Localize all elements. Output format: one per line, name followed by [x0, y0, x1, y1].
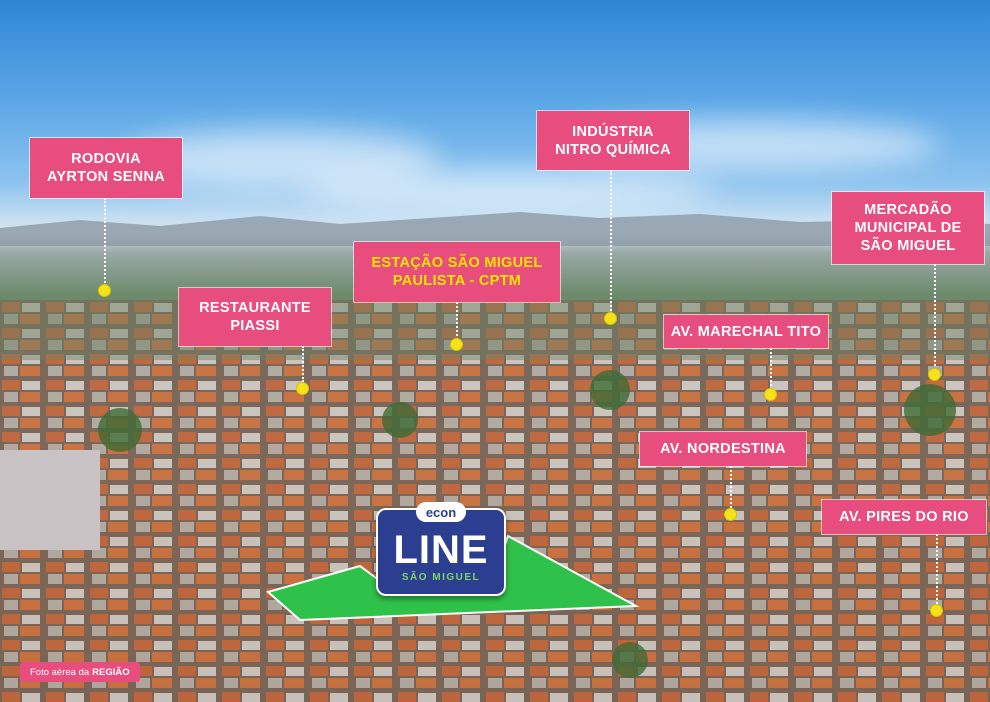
- label-mercadao-municipal: MERCADÃO MUNICIPAL DE SÃO MIGUEL: [832, 192, 984, 264]
- pin-line: [302, 346, 304, 382]
- logo-title: LINE: [393, 528, 489, 572]
- logo-subtitle: SÃO MIGUEL: [401, 572, 481, 583]
- location-pin-icon: [764, 388, 777, 401]
- label-restaurante-piassi: RESTAURANTE PIASSI: [179, 288, 331, 346]
- location-pin-icon: [930, 604, 943, 617]
- label-av-nordestina: AV. NORDESTINA: [640, 432, 806, 466]
- location-pin-icon: [98, 284, 111, 297]
- location-pin-icon: [296, 382, 309, 395]
- pin-line: [730, 466, 732, 508]
- pin-line: [104, 198, 106, 286]
- location-pin-icon: [450, 338, 463, 351]
- pin-line: [610, 170, 612, 314]
- location-pin-icon: [724, 508, 737, 521]
- pin-line: [936, 534, 938, 604]
- location-pin-icon: [604, 312, 617, 325]
- cloud: [300, 170, 720, 210]
- pin-line: [770, 348, 772, 390]
- label-rodovia-ayrton-senna: RODOVIA AYRTON SENNA: [30, 138, 182, 198]
- pin-line: [934, 264, 936, 370]
- mountain-range: [0, 212, 990, 246]
- label-estacao-sao-miguel: ESTAÇÃO SÃO MIGUEL PAULISTA - CPTM: [354, 242, 560, 302]
- econ-line-logo: econ LINE SÃO MIGUEL: [376, 502, 506, 596]
- pin-line: [456, 302, 458, 340]
- label-av-pires-do-rio: AV. PIRES DO RIO: [822, 500, 986, 534]
- label-av-marechal-tito: AV. MARECHAL TITO: [664, 315, 828, 348]
- location-pin-icon: [928, 368, 941, 381]
- label-industria-nitro-quimica: INDÚSTRIA NITRO QUÍMICA: [537, 111, 689, 170]
- econ-brand: econ: [416, 502, 466, 522]
